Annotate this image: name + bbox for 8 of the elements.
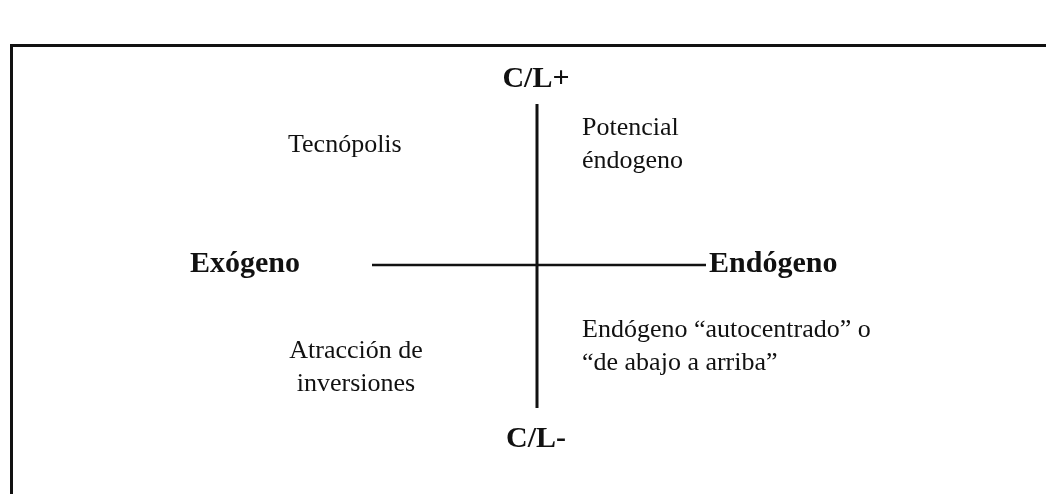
axis-label: Endógeno [709,244,839,280]
quadrant-label: Atracción de inversiones [288,334,424,399]
quadrant-label: Tecnópolis [288,128,403,160]
quadrant-label: Endógeno “autocentrado” o “de abajo a arriba” [582,313,872,378]
axis-label: C/L+ [501,59,571,95]
axis-label: Exógeno [190,244,301,280]
axis-label: C/L- [505,419,567,455]
quadrant-label: Potencial éndogeno [582,111,685,176]
